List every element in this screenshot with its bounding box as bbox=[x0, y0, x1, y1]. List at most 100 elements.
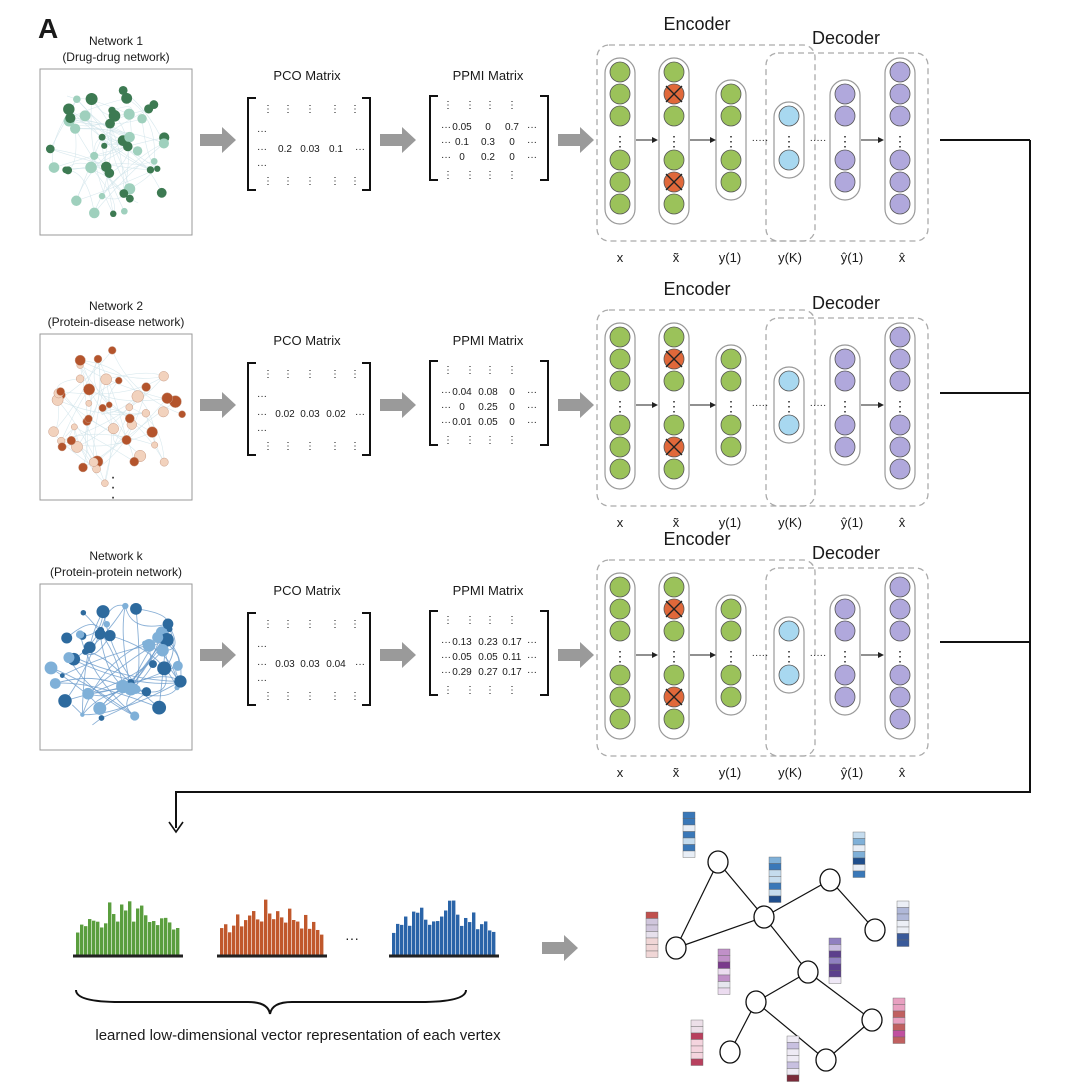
matrix-ellipsis: ··· bbox=[257, 409, 267, 420]
network-row-1: Network 1(Drug-drug network)PCO Matrix⋮⋮… bbox=[39, 14, 929, 265]
network-node bbox=[101, 479, 109, 487]
matrix-ellipsis: ⋮ bbox=[443, 365, 453, 376]
layer-node bbox=[609, 598, 631, 620]
matrix-ellipsis: ··· bbox=[441, 122, 451, 133]
network-edge bbox=[70, 655, 181, 682]
network-edge bbox=[109, 404, 165, 463]
matrix-ellipsis: ⋮ bbox=[283, 104, 293, 115]
layer-label: y(1) bbox=[719, 515, 741, 530]
vector-cell bbox=[786, 1061, 800, 1069]
vector-cell bbox=[828, 937, 842, 945]
network-node bbox=[48, 162, 60, 173]
matrix-ellipsis: ⋮ bbox=[465, 170, 475, 181]
layer-ellipsis: ⋮ bbox=[613, 133, 627, 149]
network-node bbox=[108, 346, 117, 355]
network-node bbox=[100, 373, 112, 386]
encoder-box bbox=[596, 44, 816, 242]
matrix-ellipsis: ⋮ bbox=[263, 691, 273, 702]
network-node bbox=[125, 194, 134, 203]
network-node bbox=[157, 661, 172, 676]
histogram-bar bbox=[256, 919, 260, 955]
histogram-bar bbox=[280, 917, 284, 955]
matrix-right-bracket bbox=[540, 610, 549, 696]
network-node bbox=[63, 103, 75, 115]
histogram-bar bbox=[116, 921, 120, 955]
vertex-embedding-vector bbox=[717, 948, 731, 995]
histogram-bar bbox=[232, 925, 236, 955]
network-node bbox=[146, 426, 158, 438]
network-node bbox=[63, 652, 75, 664]
network-edge bbox=[75, 128, 165, 144]
matrix-left-bracket bbox=[247, 612, 256, 706]
network-subtitle: (Drug-drug network) bbox=[62, 50, 169, 64]
matrix-value: 0.02 bbox=[275, 409, 295, 420]
graph-edge bbox=[675, 861, 719, 949]
matrix-ellipsis: ··· bbox=[355, 144, 365, 155]
layer-node bbox=[663, 414, 685, 436]
layer-node bbox=[720, 414, 742, 436]
layer-node bbox=[834, 105, 856, 127]
flow-arrow-head bbox=[710, 652, 716, 658]
network-node bbox=[157, 406, 169, 418]
layer-node bbox=[778, 664, 800, 686]
layer-node bbox=[720, 664, 742, 686]
matrix-right-bracket bbox=[362, 97, 371, 191]
network-node bbox=[80, 609, 87, 616]
matrix-ellipsis: ··· bbox=[441, 402, 451, 413]
network-edge bbox=[68, 657, 182, 684]
network-node bbox=[161, 392, 173, 404]
pipeline-arrow bbox=[200, 392, 236, 418]
matrix-ellipsis: ⋮ bbox=[283, 441, 293, 452]
histogram-bar bbox=[104, 923, 108, 955]
matrix-ellipsis: ⋮ bbox=[485, 615, 495, 626]
layer-node bbox=[834, 686, 856, 708]
rows-ellipsis: · bbox=[110, 489, 115, 506]
layer-node bbox=[889, 193, 911, 215]
graph-vertex bbox=[753, 905, 775, 929]
network-node bbox=[57, 442, 67, 452]
vector-cell bbox=[645, 950, 659, 958]
network-edge bbox=[60, 375, 164, 395]
matrix-ellipsis: ··· bbox=[257, 641, 267, 652]
layer-node bbox=[834, 370, 856, 392]
layer-node bbox=[663, 664, 685, 686]
layer-node bbox=[663, 105, 685, 127]
network-node bbox=[70, 423, 78, 431]
matrix-right-bracket bbox=[540, 360, 549, 446]
layer-node bbox=[834, 83, 856, 105]
matrix-value: 0.1 bbox=[455, 137, 469, 148]
layer-ellipsis: ⋮ bbox=[667, 648, 681, 664]
vertex-embedding-vector bbox=[645, 911, 659, 958]
matrix-ellipsis: ⋮ bbox=[350, 369, 360, 380]
network-node bbox=[75, 630, 85, 639]
network-thumbnail bbox=[39, 333, 193, 501]
histogram-bar bbox=[448, 900, 452, 955]
histogram-bar bbox=[492, 931, 496, 955]
layer-ellipsis: ⋮ bbox=[838, 133, 852, 149]
matrix-ellipsis: ⋮ bbox=[283, 691, 293, 702]
network-node bbox=[79, 110, 91, 122]
layer-node bbox=[663, 620, 685, 642]
network-subtitle: (Protein-protein network) bbox=[50, 565, 182, 579]
histogram-bar bbox=[244, 920, 248, 955]
vertex-embedding-vector bbox=[690, 1019, 704, 1066]
network-node bbox=[66, 436, 76, 446]
vector-cell bbox=[682, 824, 696, 832]
network-node bbox=[87, 97, 95, 105]
layer-node bbox=[889, 171, 911, 193]
matrix-value: 0.05 bbox=[452, 122, 472, 133]
network-node bbox=[121, 92, 133, 104]
network-node bbox=[123, 108, 135, 120]
flow-ellipsis: ····· bbox=[752, 135, 769, 146]
vector-cell bbox=[768, 895, 782, 903]
encoder-box bbox=[596, 559, 816, 757]
matrix-value: 0.29 bbox=[452, 667, 472, 678]
matrix-ellipsis: ⋮ bbox=[263, 176, 273, 187]
network-edge bbox=[88, 389, 168, 402]
dropout-cross-icon bbox=[665, 688, 683, 706]
encoder-box bbox=[596, 309, 816, 507]
vector-cell bbox=[717, 981, 731, 989]
histogram-bar bbox=[308, 928, 312, 955]
network-node bbox=[156, 644, 169, 657]
network-node bbox=[108, 110, 121, 122]
